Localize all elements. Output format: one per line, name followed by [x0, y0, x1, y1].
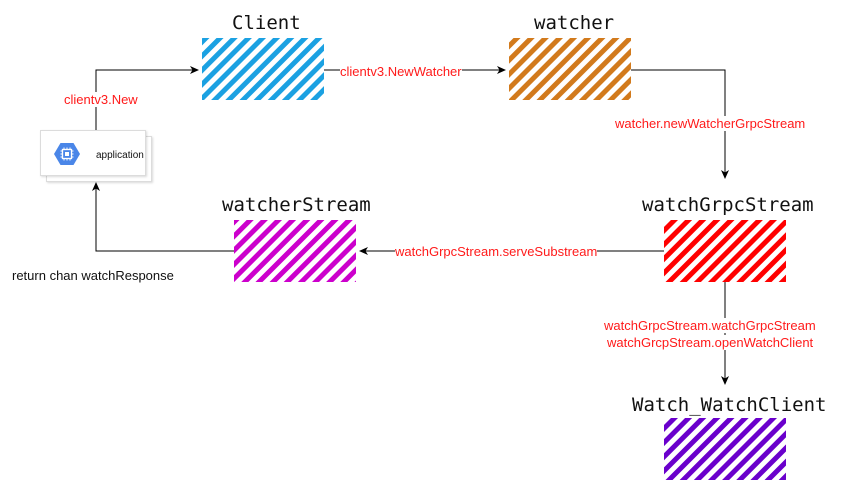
chip-pins	[60, 147, 74, 161]
edge-label-app-to-client: clientv3.New	[64, 92, 138, 107]
watcherstream-title: watcherStream	[222, 194, 371, 216]
watch-watchclient-title: Watch_WatchClient	[632, 394, 827, 416]
edge-label-client-to-watcher: clientv3.NewWatcher	[340, 64, 462, 79]
edge-app-to-client	[95, 66, 199, 130]
edge-watcher-to-grpc	[631, 69, 729, 179]
edge-label-grpc-to-client-line1: watchGrpcStream.watchGrpcStream	[604, 318, 816, 333]
watcher-box	[509, 38, 631, 100]
watchgrpcstream-title: watchGrpcStream	[642, 194, 814, 216]
edge-label-watcher-to-grpc: watcher.newWatcherGrpcStream	[615, 116, 806, 131]
edge-stream-to-app	[92, 182, 234, 252]
watch-watchclient-box	[664, 418, 786, 480]
client-title: Client	[232, 12, 301, 34]
application-node[interactable]: application	[40, 130, 152, 182]
watchgrpcstream-box	[664, 220, 786, 282]
watcher-title: watcher	[534, 12, 615, 34]
application-label: application	[96, 150, 144, 161]
edge-label-stream-to-app: return chan watchResponse	[12, 268, 174, 283]
client-box	[202, 38, 324, 100]
chip-core	[65, 152, 69, 156]
watcherstream-box	[234, 220, 356, 282]
edge-label-grpc-to-client-line2: watchGrcpStream.openWatchClient	[607, 335, 814, 350]
gcp-compute-icon	[54, 143, 80, 165]
edge-label-grpc-to-stream: watchGrpcStream.serveSubstream	[395, 244, 598, 259]
